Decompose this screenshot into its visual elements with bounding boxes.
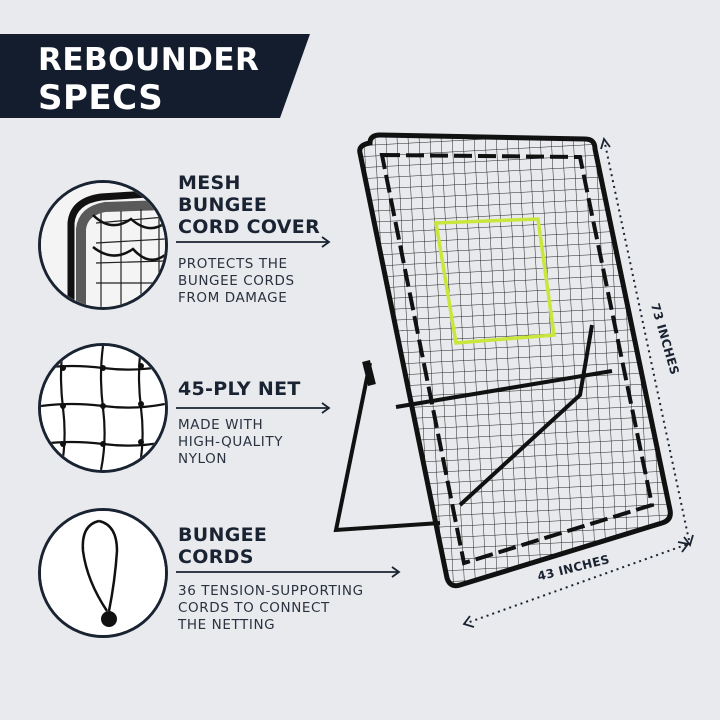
height-dimension-line: [600, 137, 694, 547]
feature-title-bungee: BUNGEE CORDS: [178, 524, 268, 568]
rebounder-frame: [357, 132, 673, 589]
feature-desc-bungee: 36 TENSION-SUPPORTING CORDS TO CONNECT T…: [178, 583, 364, 633]
target-square: [433, 217, 556, 345]
feature-title-net: 45-PLY NET: [178, 378, 301, 400]
banner-title-line2: SPECS: [38, 78, 164, 118]
arrow-bungee-icon: [176, 566, 401, 578]
banner-background: [0, 34, 310, 118]
specs-banner: REBOUNDER SPECS: [0, 34, 310, 118]
feature-desc-net: MADE WITH HIGH-QUALITY NYLON: [178, 417, 284, 467]
mesh-cover-icon: [41, 183, 165, 307]
net-closeup-image: [38, 343, 168, 473]
arrow-mesh-icon: [176, 236, 331, 248]
width-dimension-line: [462, 541, 690, 628]
feature-desc-mesh: PROTECTS THE BUNGEE CORDS FROM DAMAGE: [178, 256, 295, 306]
net-icon: [41, 346, 165, 470]
rebounder-product-image: [333, 132, 673, 589]
mesh-cover-closeup-image: [38, 180, 168, 310]
banner-title-line1: REBOUNDER: [38, 42, 260, 78]
bungee-cord-closeup-image: [38, 508, 168, 638]
arrow-net-icon: [176, 402, 331, 414]
rebounder-stand: [333, 362, 441, 533]
bungee-cord-icon: [41, 511, 165, 635]
feature-title-mesh: MESH BUNGEE CORD COVER: [178, 172, 321, 238]
